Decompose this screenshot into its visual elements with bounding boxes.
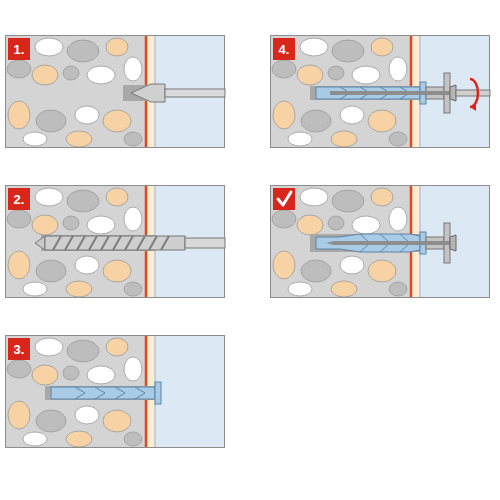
step-number: 4. [279,43,290,56]
step-number: 2. [14,193,25,206]
step-number: 3. [14,343,25,356]
step-badge: 3. [8,338,30,360]
step-badge: 2. [8,188,30,210]
step-badge: 4. [273,38,295,60]
step-badge: 1. [8,38,30,60]
step-number: 1. [14,43,25,56]
